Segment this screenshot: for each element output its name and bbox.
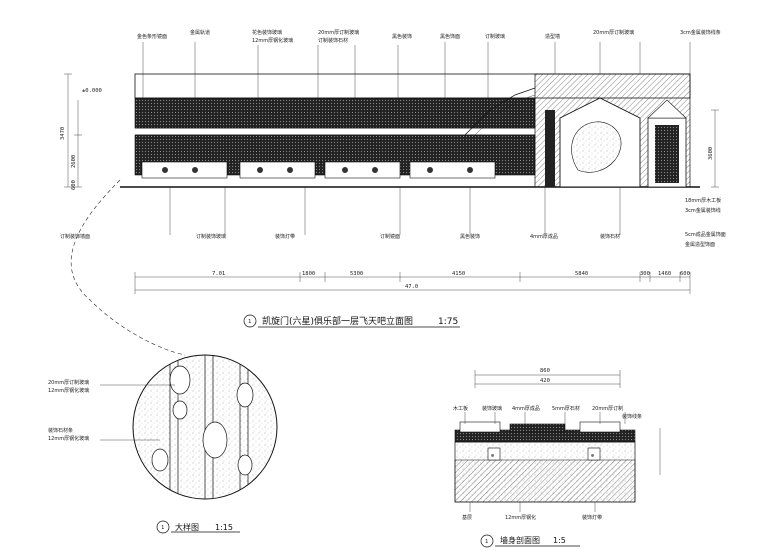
right-height-1: 3600 [708,147,714,160]
right-label-3: 5cm成品金属饰面 [685,231,726,238]
top-label-9: 订制玻璃 [485,33,505,40]
section-id: 1 [485,539,488,545]
dim-4: 4150 [452,271,465,277]
elevation-title: 凯旋门(六星)俱乐部一层飞天吧立面图 [262,315,413,327]
detail-label-1: 20mm厚订制玻璃 [48,379,89,386]
detail-circle [132,354,278,500]
dim-6: 300 [640,271,650,277]
level-mark: ±0.000 [82,88,102,94]
section-dim-sub: 420 [540,378,550,384]
top-label-6: 订制装饰石材 [318,37,348,44]
section-scale: 1:5 [553,536,566,545]
section-bottom-label-3: 装饰灯带 [582,514,602,521]
section-label-5: 20mm厚订制 [592,405,623,412]
section-bottom-label-1: 基层 [462,514,472,521]
dim-5: 5840 [575,271,588,277]
section-label-2: 装饰玻璃 [482,405,502,412]
top-label-12: 3cm金属装饰线条 [680,29,721,36]
right-label-2: 3cm金属装饰线 [685,207,721,214]
elevation-drawing: 金色条形镜面 金属轨道 花色装饰玻璃 12mm厚钢化玻璃 20mm厚订制玻璃 订… [60,29,726,328]
section-label-6: 装饰线条 [622,413,642,420]
dim-2: 1800 [302,271,315,277]
elevation-id: 1 [248,319,251,325]
top-label-2: 金属轨道 [190,29,210,36]
left-height-dims: ±0.000 3470 2600 600 [60,73,102,190]
bench-recesses [141,161,496,179]
detail-label-4: 12mm厚钢化玻璃 [48,435,89,442]
detail-label-3: 装饰石材条 [48,427,73,434]
bottom-label-6: 4mm厚成品 [530,233,558,240]
bottom-label-7: 装饰石材 [600,233,620,240]
elevation-title-block: 1 凯旋门(六星)俱乐部一层飞天吧立面图 1:75 [243,314,460,328]
section-label-3: 4mm厚成品 [512,405,540,412]
section-marker-1: ⊕ [491,453,494,459]
callout-arc [70,179,186,356]
section-bottom-label-2: 12mm厚钢化 [505,514,536,521]
right-label-1: 18mm厚木工板 [685,197,721,204]
dim-8: 600 [680,271,690,277]
section-label-4: 5mm厚石材 [552,405,580,412]
bottom-label-4: 订制镜面 [380,233,400,240]
dim-1: 7.01 [212,271,225,277]
bottom-label-1: 订制装饰墙面 [60,233,90,240]
detail-label-2: 12mm厚钢化玻璃 [48,387,89,394]
bottom-label-5: 黑色装饰 [460,233,480,240]
elevation-scale: 1:75 [438,317,458,327]
dim-3: 5300 [350,271,363,277]
detail-title-block: 1 大样图 1:15 [156,520,240,534]
detail-title: 大样图 [175,522,199,532]
detail-scale: 1:15 [215,523,233,532]
left-height-3: 600 [71,180,77,190]
upper-decor-band [134,97,536,129]
detail-id: 1 [161,525,164,531]
right-height-dims: 3600 [708,109,719,188]
section-title: 墙身剖面图 [500,535,540,545]
dim-7: 1460 [658,271,671,277]
top-labels: 金色条形镜面 金属轨道 花色装饰玻璃 12mm厚钢化玻璃 20mm厚订制玻璃 订… [137,29,721,44]
section-label-1: 木工板 [453,405,468,412]
bottom-labels: 订制装饰墙面 订制装饰玻璃 装饰灯带 订制镜面 黑色装饰 4mm厚成品 装饰石材 [60,233,620,240]
bottom-dimension-chain: 7.01 1800 5300 4150 5840 300 1460 600 47… [134,271,691,294]
top-label-5: 20mm厚订制玻璃 [318,29,359,36]
top-label-10: 造型墙 [545,33,560,40]
section-drawing: 860 420 ⊕ ⊕ 木工板 装饰玻璃 4mm厚成品 [453,368,661,548]
section-dim-top: 860 [540,368,550,374]
top-label-8: 黑色饰面 [440,33,460,40]
bottom-label-3: 装饰灯带 [275,233,295,240]
section-marker-2: ⊕ [591,453,594,459]
total-dim: 47.0 [405,284,418,290]
top-label-11: 20mm厚订制玻璃 [593,29,634,36]
detail-drawing: 20mm厚订制玻璃 12mm厚钢化玻璃 装饰石材条 12mm厚钢化玻璃 1 大样… [48,354,278,534]
right-labels: 18mm厚木工板 3cm金属装饰线 5cm成品金属饰面 金属造型饰面 [685,197,726,248]
left-height-1: 3470 [60,127,66,140]
top-label-3: 花色装饰玻璃 [252,29,282,36]
top-label-4: 12mm厚钢化玻璃 [252,37,293,44]
section-title-block: 1 墙身剖面图 1:5 [480,534,580,548]
top-label-7: 黑色装饰 [392,33,412,40]
left-height-2: 2600 [71,155,77,168]
top-label-1: 金色条形镜面 [137,33,167,40]
right-label-4: 金属造型饰面 [685,241,715,248]
bottom-label-2: 订制装饰玻璃 [196,233,226,240]
